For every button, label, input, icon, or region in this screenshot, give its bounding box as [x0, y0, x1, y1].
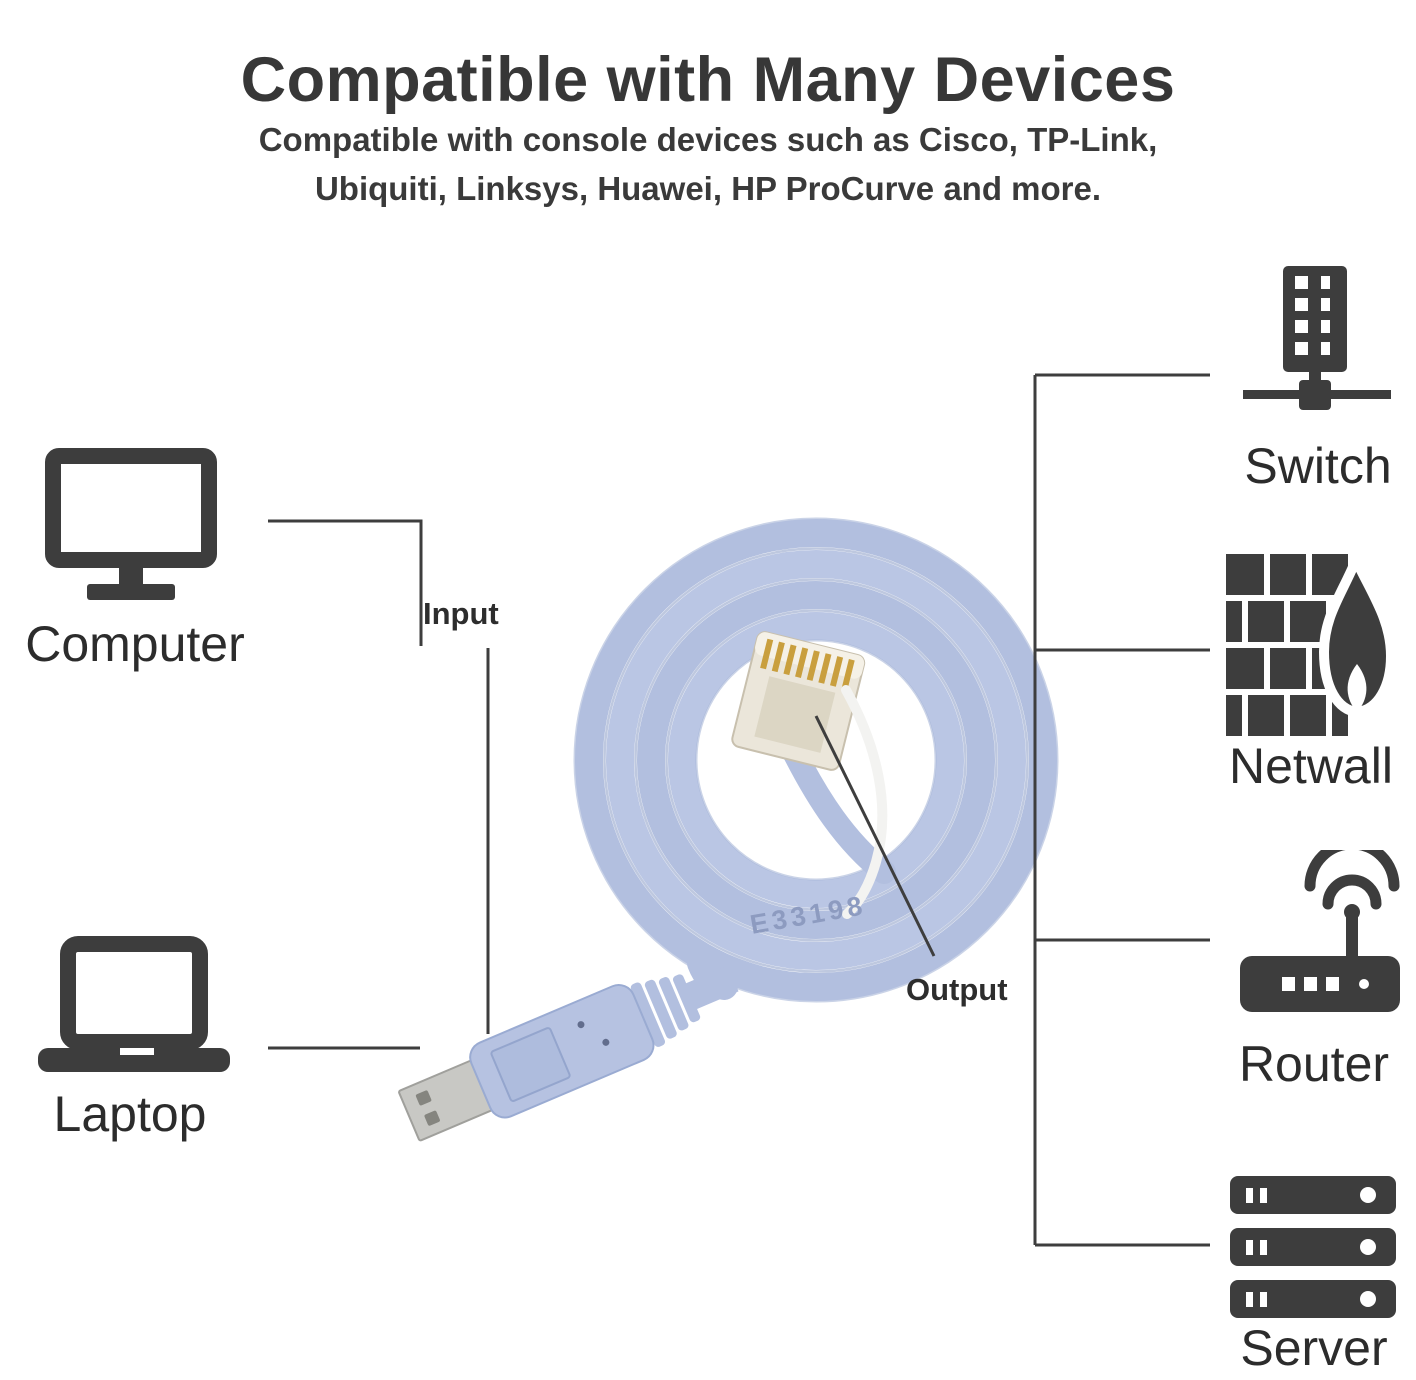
computer-input-line — [268, 519, 423, 646]
rj45-connector — [731, 631, 866, 771]
subtitle-line-2: Ubiquiti, Linksys, Huawei, HP ProCurve a… — [314, 169, 1102, 207]
laptop-label: Laptop — [53, 1086, 207, 1142]
network-switch-icon — [1243, 266, 1391, 418]
subtitle-line-1: Compatible with console devices such as … — [258, 121, 1158, 158]
output-label: Output — [906, 972, 1008, 1007]
input-label: Input — [423, 596, 499, 631]
router-label: Router — [1238, 1036, 1390, 1092]
connector-lines — [268, 373, 1210, 1247]
output-pointer-line — [814, 715, 936, 957]
page-title: Compatible with Many Devices — [240, 45, 1176, 116]
usb-connector — [398, 965, 739, 1142]
laptop-icon — [38, 936, 230, 1082]
netwall-label: Netwall — [1229, 738, 1393, 794]
page-subtitle: Compatible with console devices such as … — [0, 116, 1416, 214]
desktop-computer-icon — [45, 448, 217, 608]
wifi-router-icon — [1240, 838, 1400, 1035]
flame-shape — [1318, 547, 1397, 718]
cable-tie — [841, 685, 888, 919]
coiled-cable — [573, 517, 1059, 1003]
server-rack-icon — [1230, 1176, 1396, 1322]
switch-label: Switch — [1244, 438, 1392, 494]
computer-label: Computer — [25, 616, 245, 672]
firewall-icon — [1226, 547, 1404, 740]
rj45-gold-pins — [760, 638, 855, 690]
server-label: Server — [1240, 1320, 1388, 1376]
